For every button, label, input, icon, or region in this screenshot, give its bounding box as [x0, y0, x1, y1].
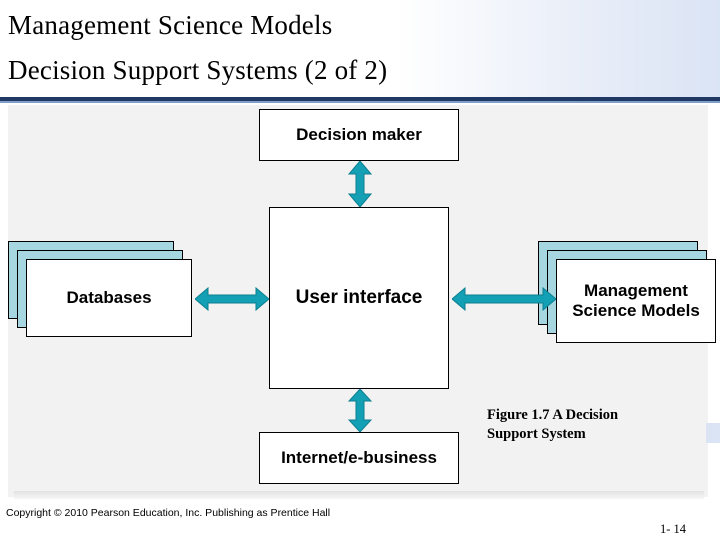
decorative-corner-tab — [706, 423, 720, 443]
box-databases: Databases — [26, 259, 192, 337]
slide-body: Decision maker User interface Internet/e… — [0, 101, 720, 540]
models-label-line-2: Science Models — [572, 301, 700, 320]
arrow-databases-user-interface — [195, 287, 269, 311]
models-label-line-1: Management — [584, 281, 688, 301]
box-management-science-models: Management Science Models — [556, 259, 716, 343]
box-databases-stack: Databases — [8, 241, 198, 353]
figure-backdrop-shadow — [14, 491, 704, 499]
figure-caption: Figure 1.7 A Decision Support System — [487, 406, 692, 443]
title-band: Management Science Models Decision Suppo… — [0, 0, 720, 98]
slide-number: 1- 14 — [660, 522, 687, 536]
page-title-line-1: Management Science Models — [8, 10, 333, 40]
figure-caption-line-2: Support System — [487, 425, 586, 442]
page-title-line-2: Decision Support Systems (2 of 2) — [8, 55, 388, 85]
copyright-notice: Copyright © 2010 Pearson Education, Inc.… — [6, 507, 331, 519]
title-divider — [0, 97, 720, 103]
box-internet-e-business: Internet/e-business — [259, 432, 459, 484]
box-management-science-models-stack: Management Science Models — [538, 241, 718, 359]
arrow-decision-maker-user-interface — [348, 161, 372, 207]
box-decision-maker: Decision maker — [259, 109, 459, 161]
figure-caption-line-1: Figure 1.7 A Decision — [487, 407, 619, 423]
arrow-user-interface-models — [452, 287, 556, 311]
box-user-interface: User interface — [269, 207, 449, 389]
arrow-user-interface-internet — [348, 389, 372, 432]
